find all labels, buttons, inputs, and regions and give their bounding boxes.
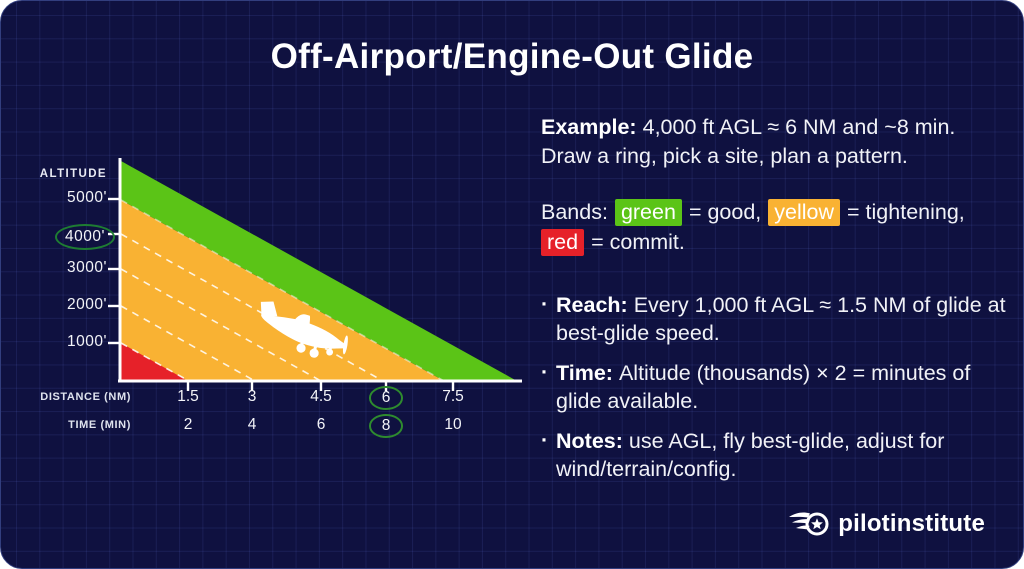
circle-annotation-8min: 8 bbox=[368, 414, 404, 438]
distance-tick-2: 3 bbox=[247, 388, 257, 405]
circle-annotation-6nm: 6 bbox=[368, 386, 404, 410]
bullet-marker: · bbox=[541, 428, 549, 452]
time-tick-1: 2 bbox=[183, 416, 193, 433]
notes-label: Notes: bbox=[556, 429, 623, 453]
distance-axis-title: DISTANCE (NM) bbox=[40, 391, 131, 403]
bullet-marker: · bbox=[541, 360, 549, 384]
bands-prefix: Bands: bbox=[541, 200, 608, 224]
yellow-band-chip: yellow bbox=[768, 198, 841, 226]
altitude-tick-3000: 3000' bbox=[67, 259, 107, 276]
time-tick-2: 4 bbox=[247, 416, 257, 433]
red-band-chip: red bbox=[541, 228, 585, 256]
notes-list: ·Reach:Every 1,000 ft AGL ≈ 1.5 NM of gl… bbox=[541, 291, 1015, 495]
y-axis-title: ALTITUDE bbox=[39, 168, 107, 180]
bands-legend: Bands: green = good, yellow = tightening… bbox=[541, 197, 1015, 257]
bands-legend-line-1: Bands: green = good, yellow = tightening… bbox=[541, 197, 1015, 227]
example-label: Example: bbox=[541, 115, 637, 139]
dashed-guide-lines bbox=[120, 199, 445, 382]
altitude-tick-2000: 2000' bbox=[67, 296, 107, 313]
altitude-tick-5000: 5000' bbox=[67, 189, 107, 206]
time-axis-title: TIME (MIN) bbox=[68, 419, 131, 431]
page-title: Off-Airport/Engine-Out Glide bbox=[270, 37, 754, 76]
list-item-time: ·Time:Altitude (thousands) × 2 = minutes… bbox=[541, 360, 971, 413]
chart-axes bbox=[118, 158, 522, 383]
example-text: Example:4,000 ft AGL ≈ 6 NM and ~8 min. … bbox=[541, 113, 1015, 171]
distance-tick-5: 7.5 bbox=[442, 388, 464, 405]
example-line-2: Draw a ring, pick a site, plan a pattern… bbox=[541, 144, 908, 168]
circle-annotation-4000: 4000' bbox=[55, 224, 115, 250]
airplane-icon bbox=[260, 301, 348, 358]
list-item-notes: ·Notes:use AGL, fly best-glide, adjust f… bbox=[541, 428, 945, 481]
time-tick-3: 6 bbox=[316, 416, 326, 433]
time-tick-4-circled: 8 bbox=[364, 414, 408, 438]
reach-label: Reach: bbox=[556, 293, 628, 317]
green-band bbox=[121, 161, 517, 381]
list-item-reach: ·Reach:Every 1,000 ft AGL ≈ 1.5 NM of gl… bbox=[541, 292, 1006, 345]
pilotinstitute-logo: pilotinstitute bbox=[788, 505, 985, 543]
bullet-marker: · bbox=[541, 292, 549, 316]
distance-tick-4-circled: 6 bbox=[364, 386, 408, 410]
bands-legend-line-2: red = commit. bbox=[541, 227, 1015, 257]
winged-star-icon bbox=[789, 512, 829, 536]
altitude-tick-1000: 1000' bbox=[67, 333, 107, 350]
time-tick-5: 10 bbox=[444, 416, 462, 433]
distance-tick-3: 4.5 bbox=[310, 388, 332, 405]
distance-tick-1: 1.5 bbox=[177, 388, 199, 405]
altitude-tick-4000-circled: 4000' bbox=[21, 224, 115, 250]
brand-name: pilotinstitute bbox=[838, 510, 985, 537]
green-band-chip: green bbox=[614, 198, 682, 226]
example-line-1: Example:4,000 ft AGL ≈ 6 NM and ~8 min. bbox=[541, 115, 956, 139]
time-label: Time: bbox=[556, 361, 613, 385]
